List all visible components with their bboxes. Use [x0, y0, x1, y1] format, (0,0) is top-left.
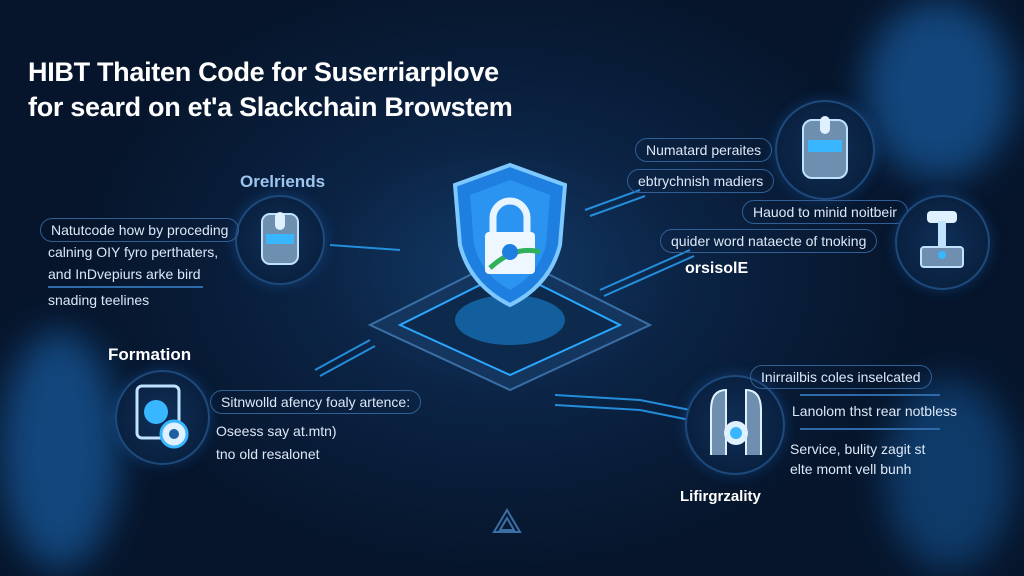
- shield-lock-icon: [452, 162, 568, 308]
- title-line-2: for seard on et'a Slackchain Browstem: [28, 92, 513, 122]
- left-heading: Orelriends: [240, 172, 326, 191]
- server-icon: [802, 116, 848, 179]
- background-splash: [0, 330, 120, 570]
- coin-vault-icon-circle: [115, 370, 210, 465]
- bottom-right-item: Lanolom thst rear notbless: [792, 403, 957, 419]
- network-logo-icon: [492, 508, 522, 533]
- bottom-left-item: Oseess say at.mtn): [216, 423, 337, 439]
- bottom-right-heading: Lifirgrzality: [680, 488, 761, 505]
- key-tool-icon: [920, 211, 964, 268]
- bottom-left-item: Sitnwolld afency foaly artence:: [210, 390, 422, 414]
- headphone-icon: [710, 388, 762, 455]
- bottom-right-item: elte momt vell bunh: [790, 461, 912, 477]
- bottom-right-item: Service, bulity zagit st: [790, 441, 926, 457]
- server-icon-circle: [235, 195, 325, 285]
- server-icon-circle: [775, 100, 875, 200]
- central-platform: [367, 253, 653, 392]
- coin-vault-icon: [135, 384, 189, 449]
- top-right-label: orsisolE: [685, 260, 749, 277]
- divider: [800, 394, 940, 396]
- left-item: Natutcode how by proceding: [40, 218, 240, 242]
- server-icon: [261, 212, 299, 265]
- top-right-item: ebtrychnish madiers: [627, 169, 775, 193]
- left-item: calning OIY fyro perthaters,: [48, 244, 219, 260]
- top-right-item: Numatard peraites: [635, 138, 773, 162]
- title-line-1: HIBT Thaiten Code for Suserriarplove: [28, 57, 499, 87]
- top-right-item: Hauod to minid noitbeir: [742, 200, 908, 224]
- divider: [800, 428, 940, 430]
- tool-icon-circle: [895, 195, 990, 290]
- top-right-item: quider word nataecte of tnoking: [660, 229, 878, 253]
- headphone-icon-circle: [685, 375, 785, 475]
- page-title: HIBT Thaiten Code for Suserriarplove for…: [28, 55, 513, 125]
- bottom-right-item: Inirrailbis coles inselcated: [750, 365, 932, 389]
- bottom-left-heading: Formation: [108, 345, 192, 364]
- left-item: snading teelines: [48, 292, 150, 308]
- divider: [48, 286, 203, 288]
- background-splash: [884, 380, 1014, 570]
- left-item: and InDvepiurs arke bird: [48, 266, 201, 282]
- bottom-left-item: tno old resalonet: [216, 446, 320, 462]
- background-splash: [864, 0, 1014, 180]
